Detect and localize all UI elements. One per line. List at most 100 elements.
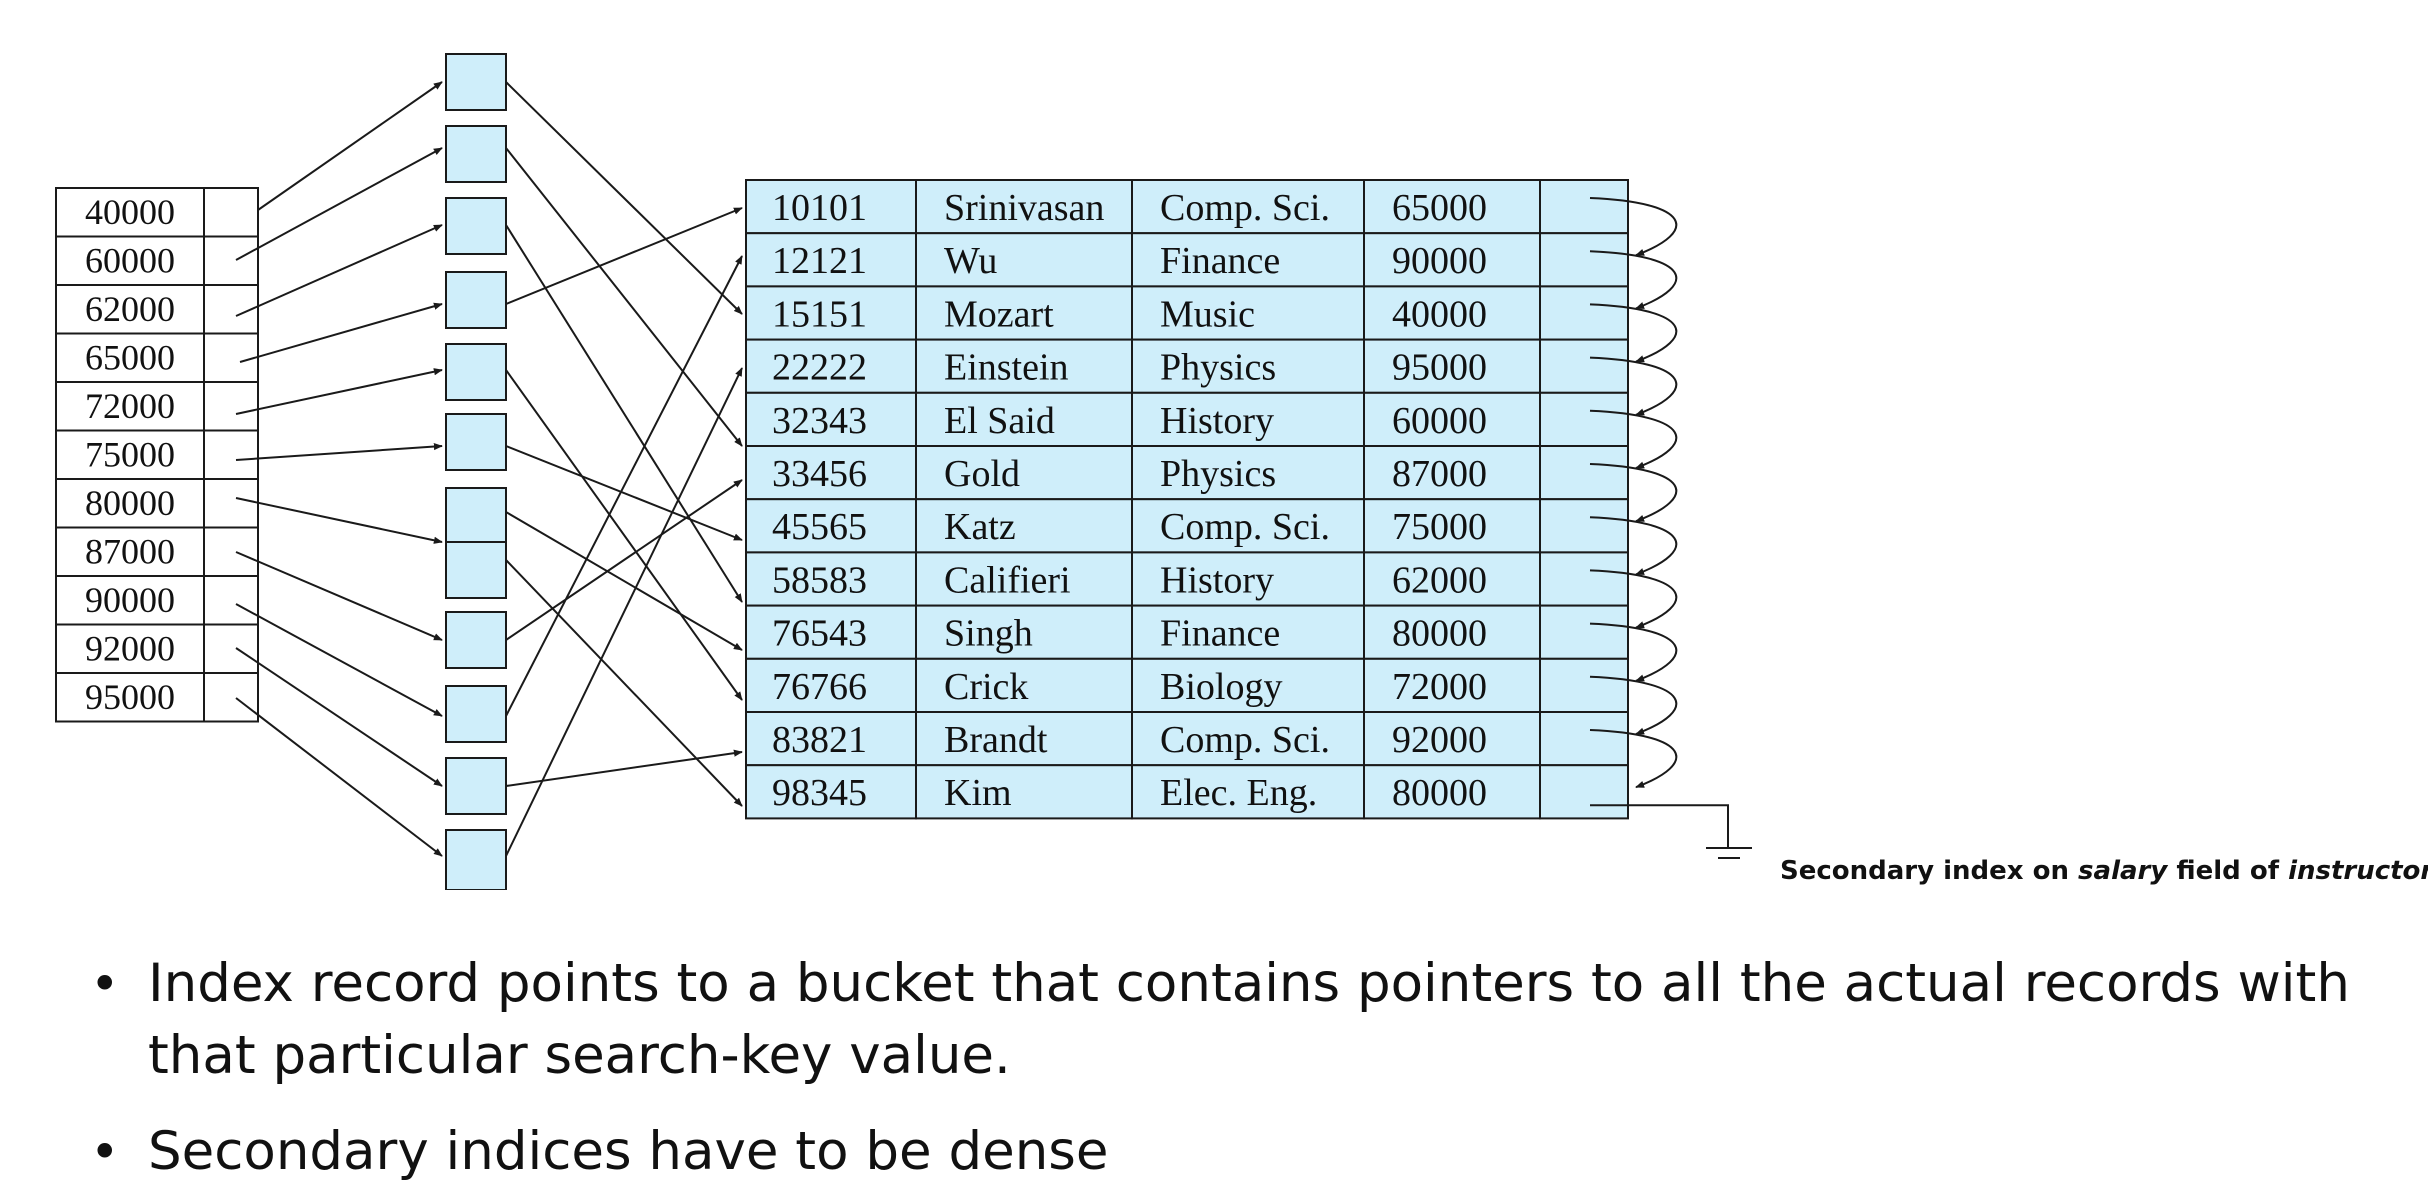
record-cell [915,498,1133,554]
bullet-item: • Index record points to a bucket that c… [90,948,2368,1092]
bullet-text: Index record points to a bucket that con… [148,953,2350,1086]
record-id: 76543 [772,613,867,655]
record-id: 12121 [772,240,867,282]
bucket-to-record-arrow [505,147,743,447]
record-cell [1363,711,1541,767]
record-dept: Comp. Sci. [1160,187,1330,229]
record-cell [915,551,1133,607]
chain-pointer-arrow [1589,463,1678,523]
index-entry [55,235,259,286]
record-pointer-cell [1539,445,1629,501]
bucket-slot [445,53,507,111]
record-name: Brandt [944,719,1048,761]
index-key: 62000 [85,289,175,329]
record-dept: History [1160,559,1274,601]
bullet-text: Secondary indices have to be dense [148,1121,1109,1182]
index-entry [55,478,259,529]
chain-pointer-arrow [1589,675,1678,735]
record-pointer-cell [1539,711,1629,767]
record-pointer-cell [1539,604,1629,660]
record-cell [1363,232,1541,288]
index-to-bucket-arrow [235,224,443,317]
record-cell [1131,764,1365,820]
record-name: Kim [944,772,1012,814]
bucket-to-record-arrow [505,559,743,807]
record-dept: Music [1160,293,1255,335]
record-cell [1131,711,1365,767]
bucket-slot [445,685,507,743]
record-cell [915,711,1133,767]
record-dept: Physics [1160,453,1276,495]
record-name: Wu [944,240,997,282]
index-entry [55,284,259,335]
record-salary: 92000 [1392,719,1487,761]
record-cell [1363,498,1541,554]
bucket-slot [445,757,507,815]
record-cell [915,391,1133,447]
index-key: 75000 [85,435,175,475]
record-salary: 80000 [1392,613,1487,655]
record-pointer-cell [1539,657,1629,713]
record-cell [1131,285,1365,341]
record-id: 32343 [772,400,867,442]
chain-pointer-arrow [1589,303,1678,363]
pointer-arrows [235,81,743,857]
bucket-to-record-arrow [505,81,743,315]
record-dept: Physics [1160,347,1276,389]
index-to-bucket-arrow [235,697,443,857]
record-name: El Said [944,400,1055,442]
chain-pointer-arrow [1589,356,1678,416]
record-name: Califieri [944,559,1071,601]
index-key: 72000 [85,386,175,426]
bucket-to-record-arrow [505,479,743,641]
index-to-bucket-arrow [235,442,443,461]
record-cell [745,711,917,767]
record-cell [915,285,1133,341]
record-id: 98345 [772,772,867,814]
record-dept: Elec. Eng. [1160,772,1317,814]
bucket-to-record-arrow [505,369,743,701]
record-chain-pointers [1589,197,1678,789]
record-id: 45565 [772,506,867,548]
bucket-slot [445,829,507,890]
chain-pointer-arrow [1589,516,1678,576]
record-dept: Finance [1160,613,1280,655]
chain-pointer-arrow [1589,729,1678,789]
record-pointer-cell [1539,498,1629,554]
index-to-bucket-arrow [235,497,443,544]
record-pointer-cell [1539,232,1629,288]
record-pointer-cell [1539,391,1629,447]
secondary-index-diagram: 4000060000620006500072000750008000087000… [55,53,2428,890]
index-to-bucket-arrow [239,302,443,363]
bucket-slot [445,271,507,329]
record-salary: 60000 [1392,400,1487,442]
index-key: 90000 [85,580,175,620]
index-entry [55,526,259,577]
bucket-to-record-arrow [505,255,743,717]
record-pointer-cell [1539,285,1629,341]
null-pointer-line [1590,804,1729,848]
record-cell [745,604,917,660]
record-dept: Comp. Sci. [1160,506,1330,548]
bucket-slot [445,125,507,183]
index-key: 65000 [85,338,175,378]
record-id: 58583 [772,559,867,601]
bucket-slot [445,611,507,669]
record-salary: 80000 [1392,772,1487,814]
caption-field: salary [2078,856,2168,886]
record-cell [915,232,1133,288]
record-cell [1363,179,1541,235]
record-cell [745,179,917,235]
record-cell [1363,604,1541,660]
record-dept: Biology [1160,666,1282,708]
record-name: Mozart [944,293,1054,335]
record-id: 10101 [772,187,867,229]
record-id: 76766 [772,666,867,708]
record-salary: 62000 [1392,559,1487,601]
record-salary: 95000 [1392,347,1487,389]
index-to-bucket-arrow [235,147,443,261]
bucket-slot [445,343,507,401]
chain-pointer-arrow [1589,569,1678,629]
bullet-item: • Secondary indices have to be dense [90,1116,2368,1188]
record-cell [1363,445,1541,501]
